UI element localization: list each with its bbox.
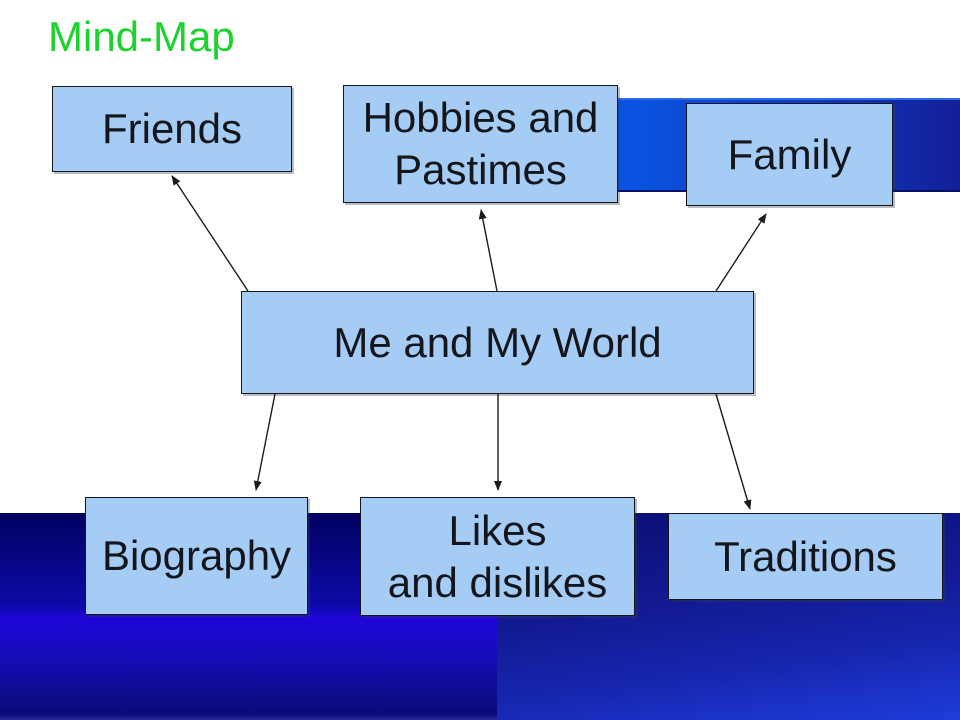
node-label-line: Hobbies and xyxy=(362,94,599,142)
node-biography: Biography xyxy=(85,497,308,615)
node-label-line: Likes xyxy=(448,506,547,554)
node-hobbies-and-pastimes: Hobbies and Pastimes xyxy=(343,85,618,203)
node-label-line: Pastimes xyxy=(394,146,567,193)
arrow-center-to-friends xyxy=(171,175,249,292)
node-label: Me and My World xyxy=(333,318,662,366)
node-traditions: Traditions xyxy=(668,513,943,600)
node-me-and-my-world-center: Me and My World xyxy=(241,291,754,394)
node-label: Friends xyxy=(101,105,243,153)
slide-title: Mind-Map xyxy=(48,13,235,60)
node-likes-and-dislikes: Likes and dislikes xyxy=(360,497,635,616)
node-family: Family xyxy=(686,103,893,206)
node-friends: Friends xyxy=(52,86,292,172)
node-label: Family xyxy=(727,130,852,178)
node-label: Traditions xyxy=(714,532,897,580)
node-label-line: and dislikes xyxy=(387,558,608,606)
node-label: Biography xyxy=(101,532,292,580)
arrow-center-to-biography xyxy=(253,393,276,491)
arrow-center-to-traditions xyxy=(715,393,752,510)
arrow-center-to-hobbies xyxy=(478,209,498,292)
arrow-center-to-family xyxy=(715,213,767,292)
